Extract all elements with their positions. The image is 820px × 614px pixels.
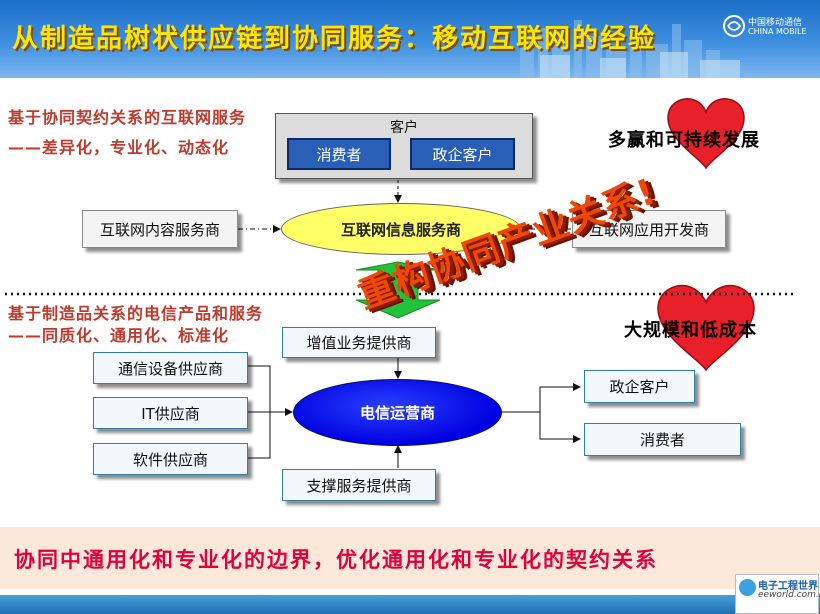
heart-icon-top: [667, 98, 745, 170]
supplier-box-telecom: 通信设备供应商: [93, 352, 248, 384]
page-title: 从制造品树状供应链到协同服务：移动互联网的经验: [12, 24, 657, 54]
output-consumer-box: 消费者: [584, 423, 741, 456]
top-heading-line2: ——差异化，专业化、动态化: [8, 138, 230, 157]
header-banner: 从制造品树状供应链到协同服务：移动互联网的经验 中国移动通信 CHINA MOB…: [0, 0, 820, 78]
heart-text-top: 多赢和可持续发展: [608, 130, 760, 151]
internet-info-service-ellipse: 互联网信息服务商: [281, 203, 521, 255]
logo-chinese-text: 中国移动通信: [748, 18, 803, 28]
china-mobile-logo-icon: [723, 15, 745, 37]
eeworld-cn-text: 电子工程世界: [758, 581, 818, 592]
customer-group-label: 客户: [390, 120, 418, 136]
heart-icon-bottom: [657, 284, 755, 372]
app-developer-box: 互联网应用开发商: [572, 210, 726, 248]
city-skyline-graphic: [520, 20, 740, 78]
customer-consumer-box: 消费者: [287, 138, 391, 170]
operator-to-consumer-connector: [539, 412, 581, 443]
telecom-operator-ellipse: 电信运营商: [293, 379, 502, 446]
green-double-arrow-icon: [355, 261, 441, 319]
bottom-heading-line2: ——同质化、通用化、标准化: [8, 326, 230, 345]
bottom-heading-line1: 基于制造品关系的电信产品和服务: [8, 304, 264, 323]
supplier-box-software: 软件供应商: [93, 443, 248, 475]
customer-government-box: 政企客户: [410, 138, 515, 170]
vas-provider-box: 增值业务提供商: [282, 327, 436, 358]
supplier-box-it: IT供应商: [93, 397, 248, 429]
operator-to-gov-connector: [539, 383, 581, 412]
customer-group: 客户 消费者 政企客户: [275, 113, 533, 179]
footer-text: 协同中通用化和专业化的边界，优化通用化和专业化的契约关系: [14, 548, 658, 572]
support-provider-box: 支撑服务提供商: [282, 469, 436, 501]
china-mobile-logo: 中国移动通信 CHINA MOBILE: [722, 12, 812, 42]
output-gov-box: 政企客户: [584, 370, 695, 403]
top-heading-line1: 基于协同契约关系的互联网服务: [8, 108, 247, 127]
footer-strip: [0, 595, 820, 614]
logo-english-text: CHINA MOBILE: [748, 27, 807, 36]
footer-band: [0, 527, 820, 589]
eeworld-en-text: eeworld.com.cn: [758, 590, 820, 600]
content-provider-box: 互联网内容服务商: [82, 210, 238, 248]
eeworld-watermark: 电子工程世界 eeworld.com.cn: [735, 574, 820, 614]
eeworld-logo-icon: [739, 579, 756, 596]
heart-text-bottom: 大规模和低成本: [624, 320, 757, 341]
